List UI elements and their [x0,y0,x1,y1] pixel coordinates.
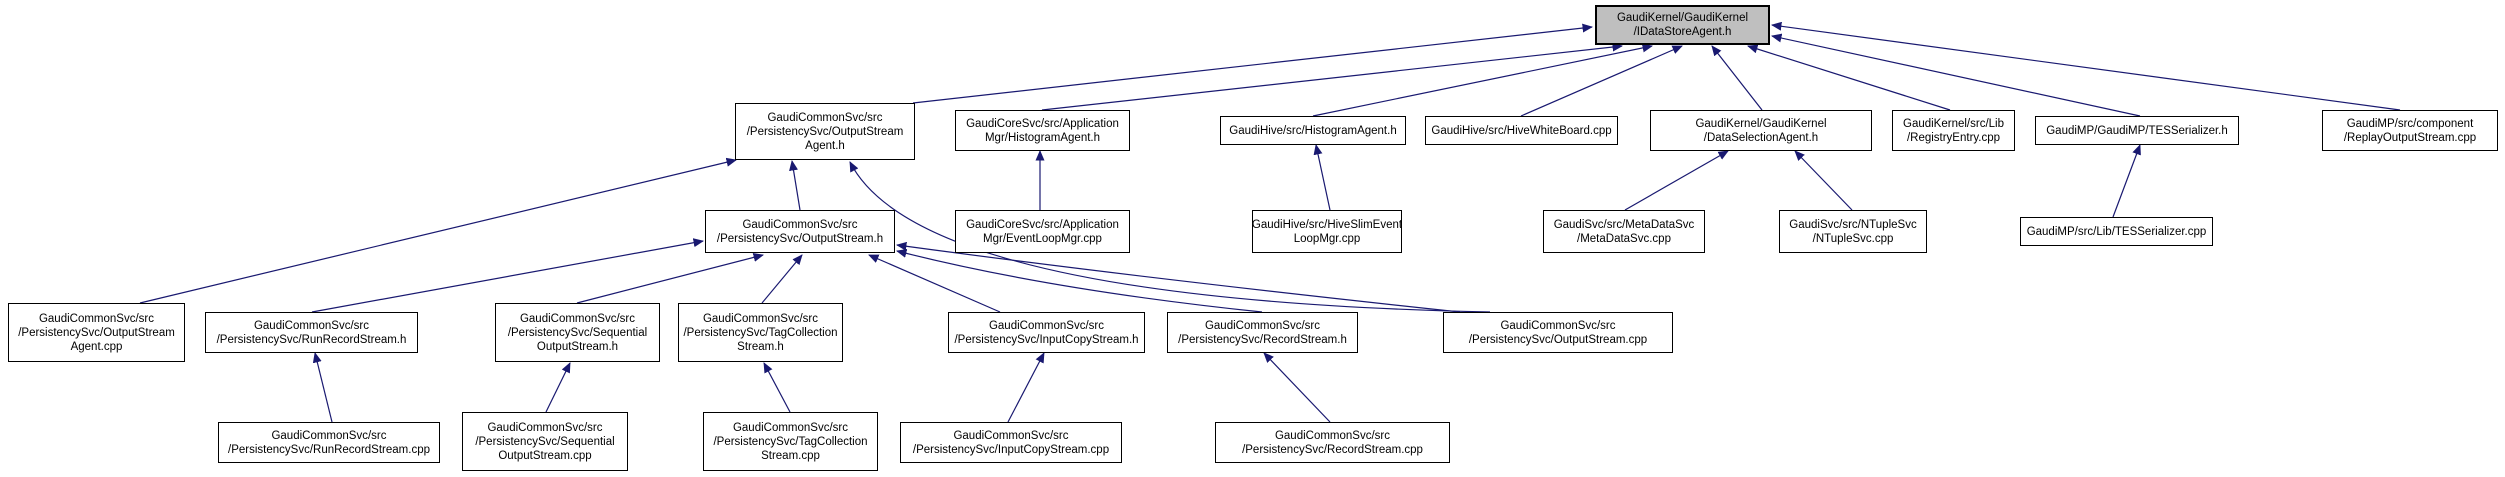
node-inputcopy-h[interactable]: GaudiCommonSvc/src /PersistencySvc/Input… [948,312,1145,353]
edge-group [139,21,2401,423]
node-eventloopmgr-cpp[interactable]: GaudiCoreSvc/src/Application Mgr/EventLo… [955,210,1130,253]
node-registryentry[interactable]: GaudiKernel/src/Lib /RegistryEntry.cpp [1892,110,2015,151]
node-record-h[interactable]: GaudiCommonSvc/src /PersistencySvc/Recor… [1167,312,1358,353]
node-record-cpp[interactable]: GaudiCommonSvc/src /PersistencySvc/Recor… [1215,422,1450,463]
edge-inputcopy-cpp-to-inputcopy-h [1007,352,1045,423]
node-osagent-cpp[interactable]: GaudiCommonSvc/src /PersistencySvc/Outpu… [8,303,185,362]
node-tagcoll-h[interactable]: GaudiCommonSvc/src /PersistencySvc/TagCo… [678,303,843,362]
node-idatastoreagent: GaudiKernel/GaudiKernel /IDataStoreAgent… [1595,5,1770,45]
edge-outputstream-cpp-to-osagent-h [849,161,1491,313]
node-seqoutput-cpp[interactable]: GaudiCommonSvc/src /PersistencySvc/Seque… [462,412,628,471]
edge-dataselagent-to-idatastoreagent [1711,45,1763,111]
node-hiveslim-cpp[interactable]: GaudiHive/src/HiveSlimEvent LoopMgr.cpp [1252,210,1402,253]
node-core-histagent[interactable]: GaudiCoreSvc/src/Application Mgr/Histogr… [955,110,1130,151]
node-hive-histagent[interactable]: GaudiHive/src/HistogramAgent.h [1220,116,1406,145]
node-outputstream-h[interactable]: GaudiCommonSvc/src /PersistencySvc/Outpu… [705,210,895,253]
edge-seqoutput-cpp-to-seqoutput-h [545,362,571,413]
edge-runrecord-cpp-to-runrecord-h [312,352,333,423]
edge-ntuplesvc-cpp-to-dataselagent [1794,150,1853,211]
node-inputcopy-cpp[interactable]: GaudiCommonSvc/src /PersistencySvc/Input… [900,422,1122,463]
node-outputstream-cpp[interactable]: GaudiCommonSvc/src /PersistencySvc/Outpu… [1443,312,1673,353]
node-osagent-h[interactable]: GaudiCommonSvc/src /PersistencySvc/Outpu… [735,103,915,160]
edge-metadatasvc-cpp-to-dataselagent [1624,150,1729,211]
node-seqoutput-h[interactable]: GaudiCommonSvc/src /PersistencySvc/Seque… [495,303,660,362]
edge-outputstream-cpp-to-outputstream-h [896,241,1461,313]
edge-outputstream-h-to-osagent-h [789,160,801,211]
edge-record-h-to-outputstream-h [896,248,1263,313]
edge-inputcopy-h-to-outputstream-h [868,254,1001,313]
edge-runrecord-h-to-outputstream-h [311,238,704,313]
node-runrecord-h[interactable]: GaudiCommonSvc/src /PersistencySvc/RunRe… [205,312,418,353]
node-dataselagent[interactable]: GaudiKernel/GaudiKernel /DataSelectionAg… [1650,110,1872,151]
edge-core-histagent-to-idatastoreagent [1041,42,1623,111]
node-tesserializer-cpp[interactable]: GaudiMP/src/Lib/TESSerializer.cpp [2020,217,2213,246]
edge-hiveslim-cpp-to-hive-histagent [1313,144,1331,211]
node-tagcoll-cpp[interactable]: GaudiCommonSvc/src /PersistencySvc/TagCo… [703,412,878,471]
edge-registryentry-to-idatastoreagent [1747,44,1951,111]
edge-tesserializer-h-to-idatastoreagent [1771,33,2141,117]
node-hivewhiteboard[interactable]: GaudiHive/src/HiveWhiteBoard.cpp [1425,116,1618,145]
edge-seqoutput-h-to-outputstream-h [576,253,764,304]
node-ntuplesvc-cpp[interactable]: GaudiSvc/src/NTupleSvc /NTupleSvc.cpp [1779,210,1927,253]
edge-replayoutput-cpp-to-idatastoreagent [1771,21,2401,111]
node-tesserializer-h[interactable]: GaudiMP/GaudiMP/TESSerializer.h [2035,116,2239,145]
edge-osagent-h-to-idatastoreagent [912,23,1593,104]
edge-tagcoll-h-to-outputstream-h [761,254,803,304]
node-metadatasvc-cpp[interactable]: GaudiSvc/src/MetaDataSvc /MetaDataSvc.cp… [1543,210,1705,253]
edge-tagcoll-cpp-to-tagcoll-h [763,362,791,413]
edge-hivewhiteboard-to-idatastoreagent [1520,45,1683,117]
edge-osagent-cpp-to-osagent-h [139,157,737,304]
edge-record-cpp-to-record-h [1263,352,1331,423]
node-runrecord-cpp[interactable]: GaudiCommonSvc/src /PersistencySvc/RunRe… [218,422,440,463]
node-replayoutput-cpp[interactable]: GaudiMP/src/component /ReplayOutputStrea… [2322,110,2498,151]
edge-tesserializer-cpp-to-tesserializer-h [2112,144,2141,218]
edge-hive-histagent-to-idatastoreagent [1312,43,1653,117]
